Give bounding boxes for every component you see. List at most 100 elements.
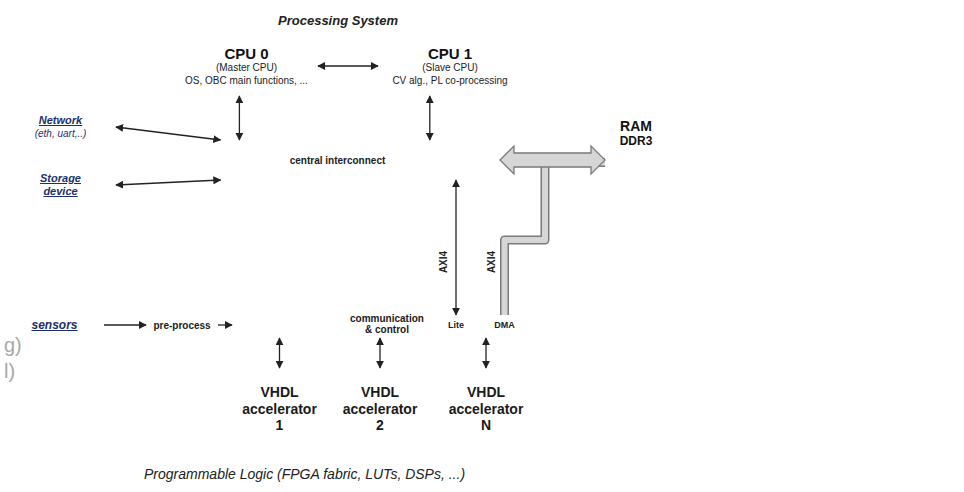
port-connector xyxy=(624,293,648,307)
text-holder: VHDL accelerator 1 xyxy=(231,368,328,450)
text-holder: Network(eth, uart,..) xyxy=(8,104,116,150)
accelerator-box: VHDL accelerator 2 xyxy=(331,368,429,450)
axi-port-shape xyxy=(480,316,529,332)
port-name: DMA xyxy=(494,320,515,330)
accelerator-box-shape xyxy=(440,369,533,450)
axi-port: DMA xyxy=(479,315,530,333)
io-tag-outline xyxy=(8,104,116,150)
cropped-text: l) xyxy=(4,360,15,383)
memory-block-outline xyxy=(605,8,667,206)
text-holder: DMA xyxy=(479,315,530,333)
connector-arrow xyxy=(104,324,146,325)
cpu-tasks: OS, OBC main functions, ... xyxy=(185,75,308,88)
system-region-shape xyxy=(121,9,556,216)
io-tag: sensors xyxy=(8,304,104,346)
system-region: Processing SystemCPU 0(Master CPU)OS, OB… xyxy=(120,8,556,216)
cpu-box: CPU 1(Slave CPU)CV alg., PL co-processin… xyxy=(378,36,522,96)
dma-bus xyxy=(505,162,606,315)
text-holder: Storage device xyxy=(8,160,116,210)
sma-connector xyxy=(865,325,872,332)
memory-name: RAM xyxy=(620,118,652,134)
text-holder: central interconnect xyxy=(175,140,500,180)
cpu-box-shape xyxy=(176,37,318,96)
control-bar: communication & control Lite DMA xyxy=(232,310,532,338)
fan-hub xyxy=(669,290,679,300)
connector-arrow xyxy=(485,338,486,368)
sma-connector xyxy=(910,351,917,358)
io-tag-shape xyxy=(9,305,103,345)
io-tag: Network(eth, uart,..) xyxy=(8,104,116,150)
io-name: Storage device xyxy=(25,172,97,198)
cpu-tasks: CV alg., PL co-processing xyxy=(392,75,507,88)
cpu-role: (Master CPU) xyxy=(216,62,277,75)
connector-arrow xyxy=(455,180,456,315)
pcb-board xyxy=(574,254,956,474)
cpu-box-shape xyxy=(379,37,522,96)
sma-connector xyxy=(895,343,902,350)
cropped-text: g) xyxy=(4,334,22,357)
mezzanine-board xyxy=(608,268,738,340)
daughter-board xyxy=(756,230,958,304)
chip xyxy=(798,248,850,262)
cpu-name: CPU 0 xyxy=(224,45,268,62)
cpu-role: (Slave CPU) xyxy=(422,62,478,75)
fan xyxy=(658,279,690,311)
memory-block: RAMDDR3 xyxy=(605,8,667,206)
text-holder: Lite xyxy=(434,315,478,333)
accelerator-box-shape xyxy=(232,369,328,450)
board-edge xyxy=(574,332,804,481)
text-holder: CPU 0(Master CPU)OS, OBC main functions,… xyxy=(175,36,318,96)
port-connector xyxy=(602,304,628,319)
bus-name: central interconnect xyxy=(290,155,386,166)
accelerator-name: VHDL accelerator 2 xyxy=(337,384,423,434)
text-holder: Processing System xyxy=(120,8,556,216)
chip xyxy=(788,364,834,388)
system-region-outline xyxy=(120,8,556,216)
io-name: sensors xyxy=(31,318,77,332)
chip xyxy=(718,354,764,378)
process-name: pre-process xyxy=(153,320,210,331)
bar-name: communication & control xyxy=(347,313,427,335)
bus-label: AXI4 xyxy=(486,251,497,273)
sfp-cage xyxy=(868,364,908,384)
connector-arrow xyxy=(279,338,280,368)
text-holder: RAMDDR3 xyxy=(605,8,667,206)
bus-label: AXI4 xyxy=(438,251,449,273)
pcie-fingers xyxy=(668,410,764,468)
region-title: Programmable Logic (FPGA fabric, LUTs, D… xyxy=(144,466,465,482)
text-holder: VHDL accelerator 2 xyxy=(331,368,429,450)
text-holder: communication & control xyxy=(347,310,427,338)
control-bar-shape xyxy=(233,311,532,338)
io-detail: (eth, uart,..) xyxy=(35,128,87,140)
text-holder: pre-process xyxy=(146,311,218,339)
text-holder: VHDL accelerator N xyxy=(439,368,533,450)
memory-bus-arrow xyxy=(500,146,605,174)
io-name: Network xyxy=(39,114,82,127)
process-ellipse-shape xyxy=(147,312,217,338)
memory-type: DDR3 xyxy=(620,134,653,148)
axi-port-shape xyxy=(435,316,477,332)
io-tag-shape xyxy=(9,105,115,149)
bus-fill xyxy=(505,162,606,315)
sma-connector xyxy=(815,277,821,283)
process-ellipse: pre-process xyxy=(146,311,218,339)
text-holder: CPU 1(Slave CPU)CV alg., PL co-processin… xyxy=(378,36,522,96)
chip xyxy=(858,256,900,270)
logic-region: Programmable Logic (FPGA fabric, LUTs, D… xyxy=(120,283,570,486)
connector-arrow xyxy=(218,324,232,325)
region-title: Processing System xyxy=(278,13,398,28)
port-connector xyxy=(580,316,606,331)
heatsink xyxy=(632,270,716,320)
chip xyxy=(688,328,718,344)
fmc-connector xyxy=(764,290,832,320)
board-edge xyxy=(804,370,956,481)
fpga-board-photo xyxy=(568,228,960,484)
accelerator-name: VHDL accelerator N xyxy=(445,384,527,434)
memory-block-shape xyxy=(606,9,667,206)
connector-arrow xyxy=(318,65,378,66)
connector-arrow xyxy=(239,96,240,140)
text-holder: sensors xyxy=(8,304,104,346)
interconnect-bus-shape xyxy=(176,141,499,179)
accelerator-box: VHDL accelerator 1 xyxy=(231,368,328,450)
cpu-box: CPU 0(Master CPU)OS, OBC main functions,… xyxy=(175,36,318,96)
